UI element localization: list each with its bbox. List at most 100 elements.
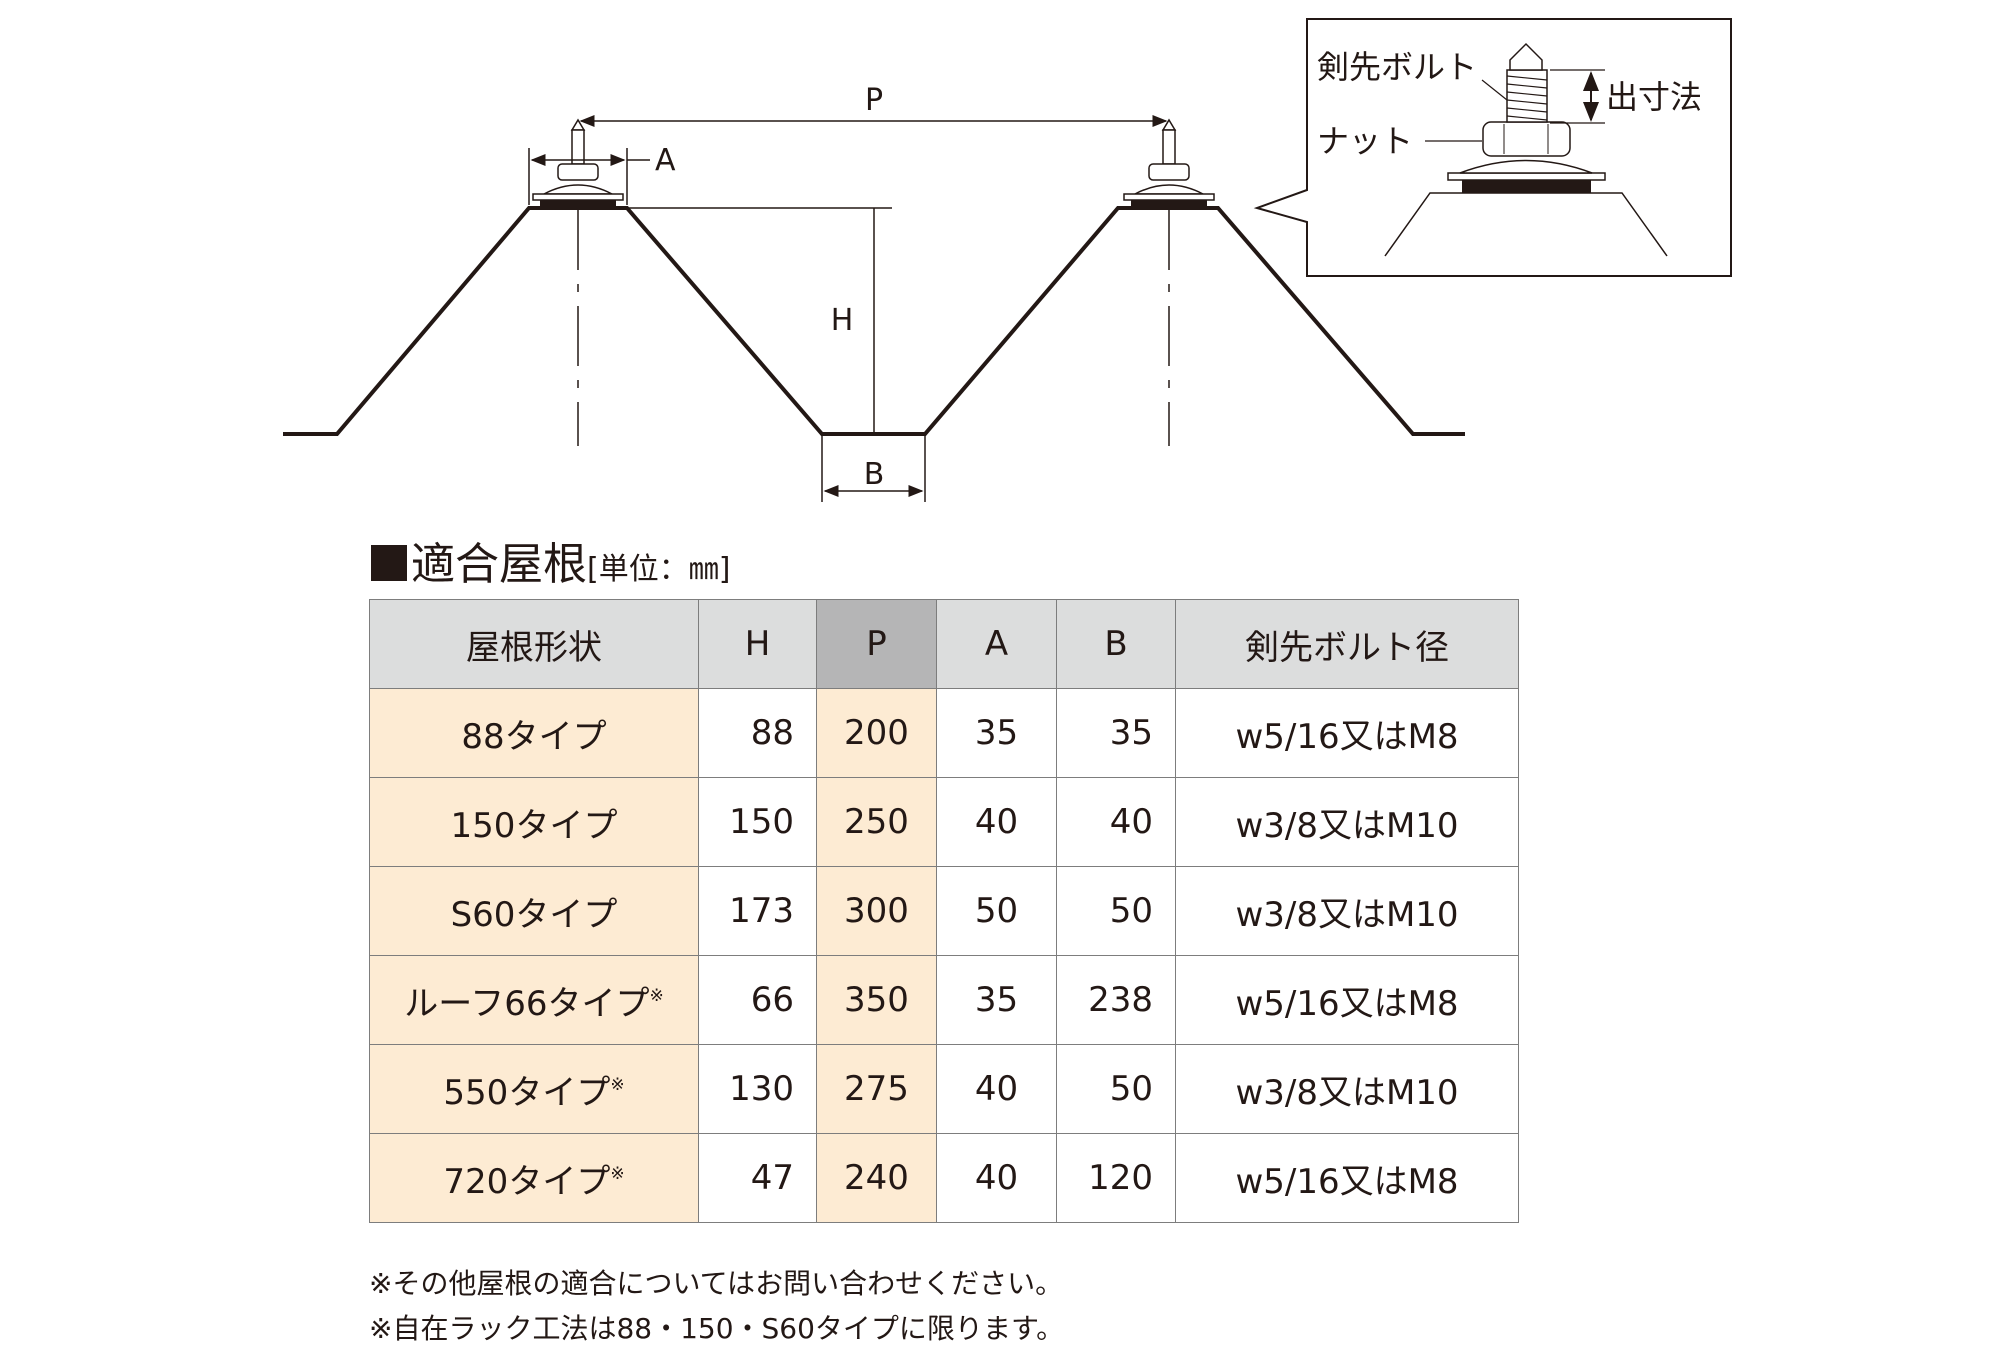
bolt-left xyxy=(532,119,624,209)
cell-p-text: 350 xyxy=(844,980,909,1020)
cell-p: 240 xyxy=(816,1133,937,1223)
label-b: B xyxy=(864,457,885,492)
cell-roof-shape: 550タイプ※ xyxy=(369,1044,699,1134)
cell-p-text: 275 xyxy=(844,1069,909,1109)
cell-b-text: 40 xyxy=(1109,802,1153,842)
cell-roof-shape-text: S60タイプ xyxy=(450,894,618,935)
note-mark: ※ xyxy=(649,985,664,1006)
header-a: A xyxy=(936,599,1057,689)
unit-label: [単位：㎜] xyxy=(587,552,731,587)
table-row: 88タイプ 88 200 35 35 w5/16又はM8 xyxy=(369,688,1519,778)
cell-h-text: 130 xyxy=(729,1069,794,1109)
cell-a-text: 40 xyxy=(974,1158,1019,1198)
cell-roof-shape-text: 88タイプ xyxy=(461,716,607,757)
cell-h-text: 173 xyxy=(729,891,794,931)
cell-roof-shape-text: 150タイプ xyxy=(450,805,618,846)
cell-h-text: 88 xyxy=(750,713,794,753)
square-bullet-icon xyxy=(371,545,407,581)
table-row: 150タイプ 150 250 40 40 w3/8又はM10 xyxy=(369,777,1519,867)
cell-a-text: 40 xyxy=(974,802,1019,842)
cell-p-text: 250 xyxy=(844,802,909,842)
detail-inset xyxy=(1253,18,1732,277)
cell-b-text: 238 xyxy=(1088,980,1153,1020)
cell-roof-shape-text: 720タイプ xyxy=(443,1161,611,1202)
note-mark: ※ xyxy=(610,1074,625,1095)
label-p: P xyxy=(865,83,883,118)
cell-p: 300 xyxy=(816,866,937,956)
label-h: H xyxy=(831,303,854,338)
cell-a: 40 xyxy=(936,777,1057,867)
table-header-row: 屋根形状 H P A B 剣先ボルト径 xyxy=(369,599,1519,689)
cell-b: 50 xyxy=(1056,1044,1176,1134)
bolt-right xyxy=(1123,119,1215,209)
cell-a: 35 xyxy=(936,955,1057,1045)
cell-bolt-diameter: w5/16又はM8 xyxy=(1175,1133,1519,1223)
cell-b-text: 120 xyxy=(1088,1158,1153,1198)
cell-roof-shape: 150タイプ xyxy=(369,777,699,867)
cell-b-text: 50 xyxy=(1109,1069,1153,1109)
cell-roof-shape: ルーフ66タイプ※ xyxy=(369,955,699,1045)
header-roof-shape: 屋根形状 xyxy=(369,599,699,689)
center-lines xyxy=(577,210,1170,446)
cell-b-text: 50 xyxy=(1109,891,1153,931)
header-b: B xyxy=(1056,599,1176,689)
cell-a: 40 xyxy=(936,1044,1057,1134)
table-row: 720タイプ※ 47 240 40 120 w5/16又はM8 xyxy=(369,1133,1519,1223)
header-p: P xyxy=(816,599,937,689)
cell-h-text: 150 xyxy=(729,802,794,842)
cell-h: 130 xyxy=(698,1044,817,1134)
cell-roof-shape: S60タイプ xyxy=(369,866,699,956)
cell-bolt-diameter: w5/16又はM8 xyxy=(1175,955,1519,1045)
cell-p: 350 xyxy=(816,955,937,1045)
cell-bolt-diameter: w3/8又はM10 xyxy=(1175,1044,1519,1134)
cell-b: 120 xyxy=(1056,1133,1176,1223)
label-a: A xyxy=(655,143,676,178)
cell-h: 150 xyxy=(698,777,817,867)
cell-bolt-diameter-text: w3/8又はM10 xyxy=(1235,1072,1459,1113)
table-row: ルーフ66タイプ※ 66 350 35 238 w5/16又はM8 xyxy=(369,955,1519,1045)
dimension-b xyxy=(821,434,926,502)
section-title: 適合屋根[単位：㎜] xyxy=(371,528,730,592)
cell-bolt-diameter-text: w3/8又はM10 xyxy=(1235,805,1459,846)
cell-a: 35 xyxy=(936,688,1057,778)
cell-bolt-diameter: w5/16又はM8 xyxy=(1175,688,1519,778)
footnote-1: ※その他屋根の適合についてはお問い合わせください。 xyxy=(369,1267,1064,1300)
footnote-2: ※自在ラック工法は88・150・S60タイプに限ります。 xyxy=(369,1312,1065,1345)
cell-bolt-diameter-text: w5/16又はM8 xyxy=(1235,1161,1459,1202)
cell-h-text: 66 xyxy=(750,980,794,1020)
dimension-a xyxy=(528,148,650,205)
cell-a: 40 xyxy=(936,1133,1057,1223)
cell-p-text: 200 xyxy=(844,713,909,753)
cell-bolt-diameter: w3/8又はM10 xyxy=(1175,777,1519,867)
cell-p: 250 xyxy=(816,777,937,867)
cell-roof-shape-text: 550タイプ xyxy=(443,1072,611,1113)
roof-profile-diagram: P A H B 剣先ボルト ナット 出寸法 xyxy=(283,18,1732,502)
cell-a-text: 40 xyxy=(974,1069,1019,1109)
cell-h: 47 xyxy=(698,1133,817,1223)
cell-a-text: 35 xyxy=(974,713,1019,753)
cell-roof-shape: 88タイプ xyxy=(369,688,699,778)
cell-h: 173 xyxy=(698,866,817,956)
cell-bolt-diameter: w3/8又はM10 xyxy=(1175,866,1519,956)
cell-p-text: 240 xyxy=(844,1158,909,1198)
cell-a-text: 35 xyxy=(974,980,1019,1020)
cell-b: 50 xyxy=(1056,866,1176,956)
cell-b: 238 xyxy=(1056,955,1176,1045)
cell-h: 66 xyxy=(698,955,817,1045)
cell-roof-shape-text: ルーフ66タイプ xyxy=(404,983,650,1024)
cell-bolt-diameter-text: w5/16又はM8 xyxy=(1235,716,1459,757)
table-row: 550タイプ※ 130 275 40 50 w3/8又はM10 xyxy=(369,1044,1519,1134)
compatible-roof-table: 屋根形状 H P A B 剣先ボルト径 88タイプ 88 200 35 35 w5/16又… xyxy=(369,599,1519,1223)
section-title-text: 適合屋根 xyxy=(411,539,587,590)
cell-roof-shape: 720タイプ※ xyxy=(369,1133,699,1223)
cell-p: 275 xyxy=(816,1044,937,1134)
header-bolt-diameter: 剣先ボルト径 xyxy=(1175,599,1519,689)
note-mark: ※ xyxy=(610,1163,625,1184)
cell-b: 35 xyxy=(1056,688,1176,778)
cell-h: 88 xyxy=(698,688,817,778)
cell-h-text: 47 xyxy=(750,1158,794,1198)
cell-b: 40 xyxy=(1056,777,1176,867)
header-h: H xyxy=(698,599,817,689)
cell-a: 50 xyxy=(936,866,1057,956)
